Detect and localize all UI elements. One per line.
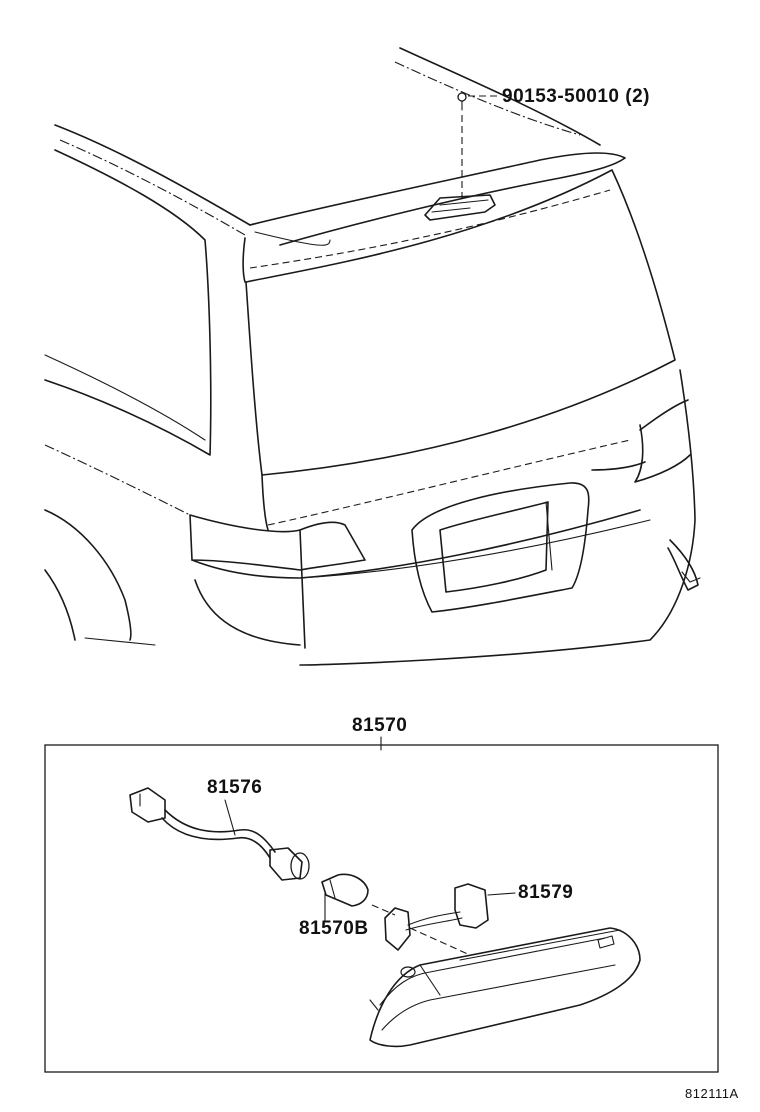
bulb-icon	[321, 873, 369, 907]
vehicle-rear-outline	[44, 47, 701, 666]
stop-lamp-housing-icon	[369, 927, 641, 1048]
install-line-1	[371, 904, 396, 916]
assembly-frame	[44, 744, 719, 1073]
bulb-part-number: 81570B	[299, 918, 369, 939]
screw-quantity: (2)	[625, 86, 651, 107]
figure-code: 812111A	[685, 1086, 739, 1101]
assembly-part-number: 81570	[352, 715, 408, 736]
socket-bracket-part-number: 81579	[518, 882, 574, 903]
high-mount-stop-lamp-installed	[424, 194, 496, 221]
screw-icon	[457, 92, 467, 111]
wire-harness-icon	[129, 787, 310, 881]
wire-harness-part-number: 81576	[207, 777, 263, 798]
socket-bracket-icon	[384, 883, 489, 951]
screw-part-number: 90153-50010 (2)	[502, 87, 650, 106]
install-line-2	[409, 927, 471, 956]
socket-bracket-leader	[487, 892, 516, 896]
screw-part-code: 90153-50010	[502, 86, 620, 107]
wire-harness-leader	[224, 799, 236, 836]
